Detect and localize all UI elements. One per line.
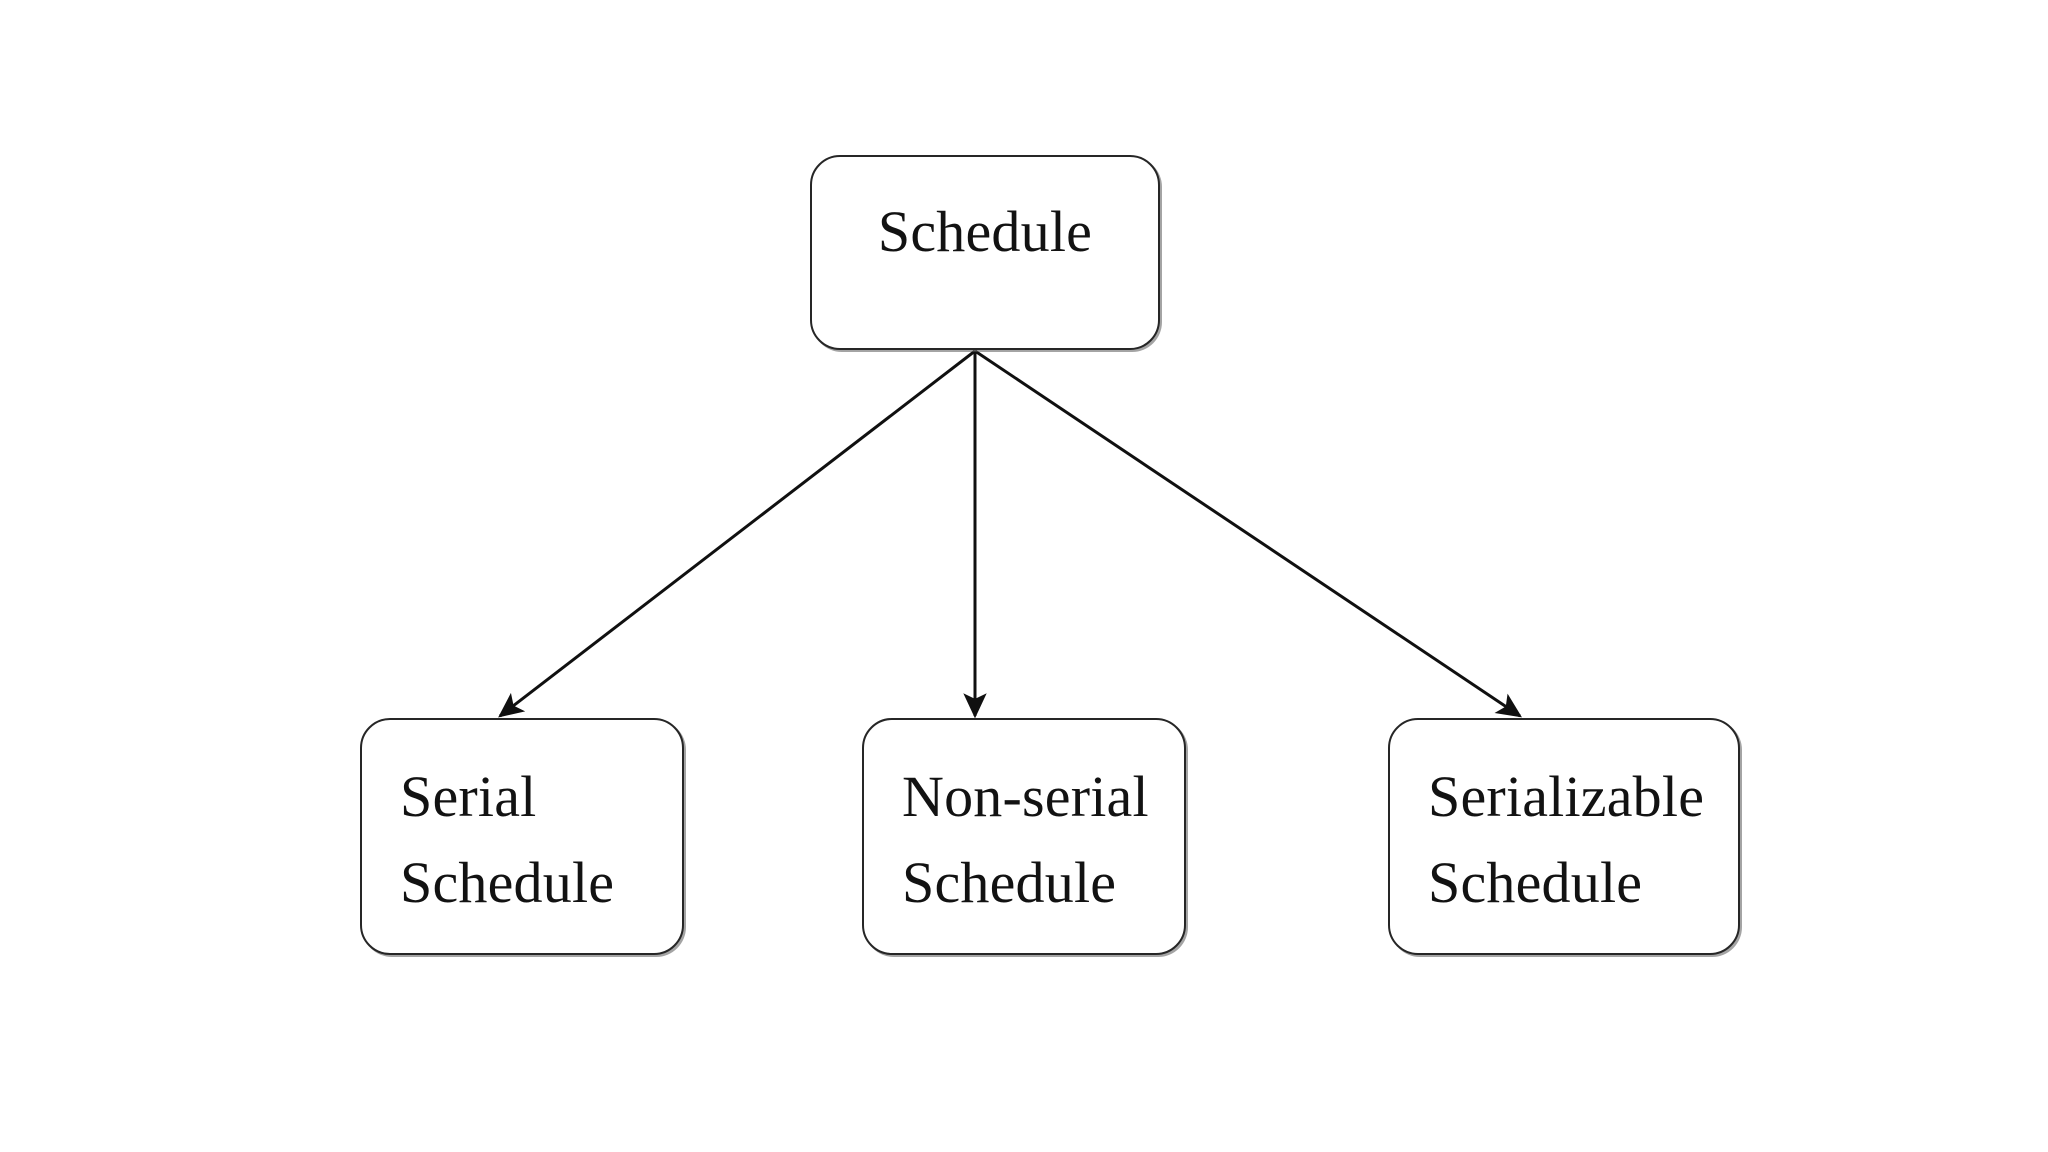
node-non-serial-schedule[interactable]: Non-serial Schedule — [862, 718, 1186, 955]
edge-schedule-to-serializable — [974, 349, 1522, 718]
node-schedule-label: Schedule — [877, 199, 1093, 264]
node-serial-schedule-label: Serial Schedule — [400, 764, 615, 915]
node-schedule[interactable]: Schedule — [810, 155, 1160, 350]
node-serializable-schedule-label: Serializable Schedule — [1428, 764, 1705, 915]
node-serial-schedule[interactable]: Serial Schedule — [360, 718, 684, 955]
node-serializable-schedule[interactable]: Serializable Schedule — [1388, 718, 1740, 955]
edge-schedule-to-serial — [498, 349, 976, 718]
node-non-serial-schedule-label: Non-serial Schedule — [902, 764, 1149, 915]
